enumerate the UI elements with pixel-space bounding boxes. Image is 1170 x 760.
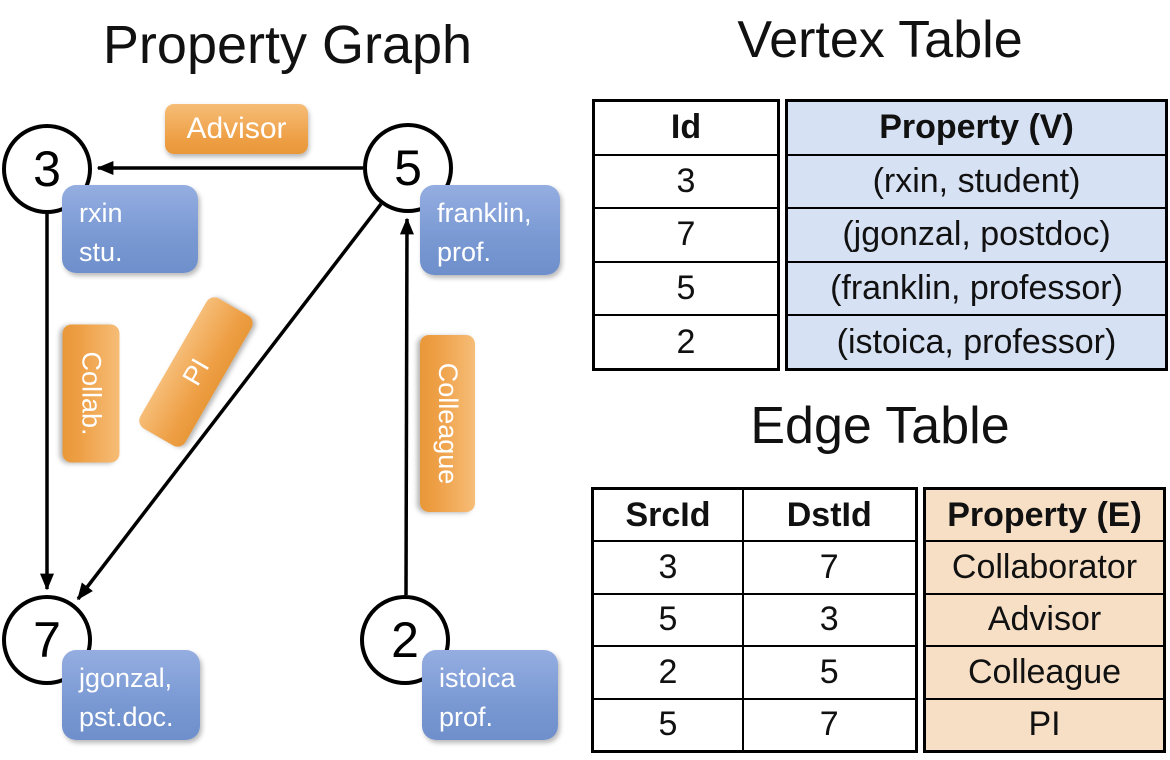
edge-table-row: 5 7: [594, 697, 915, 750]
vertex-table-id-column: Id 3 7 5 2: [592, 99, 780, 371]
edge-table-cell-property: Colleague: [926, 645, 1163, 697]
node-2-id: 2: [391, 612, 419, 668]
edge-label-collab: Collab.: [62, 324, 120, 463]
edge-table-property-column: Property (E) Collaborator Advisor Collea…: [923, 487, 1166, 753]
vertex-table-header-property: Property (V): [879, 108, 1074, 147]
vertex-box-line2: stu.: [79, 237, 123, 268]
vertex-table-cell-property: (jgonzal, postdoc): [788, 207, 1165, 261]
node-5-id: 5: [394, 140, 422, 196]
vertex-box-line1: rxin: [79, 198, 123, 228]
graph-node-5: 5: [363, 123, 453, 213]
edge-table-row: 3 7: [594, 540, 915, 593]
edge-table-row: 5 3: [594, 592, 915, 646]
edge-table-header-srcid: SrcId: [625, 495, 711, 534]
node-3-id: 3: [33, 141, 61, 197]
vertex-box-line2: prof.: [437, 237, 492, 268]
vertex-table-cell-id: 7: [595, 207, 777, 261]
edge-label-colleague: Colleague: [420, 335, 475, 512]
edge-label-advisor: Advisor: [165, 104, 308, 154]
vertex-box-line2: pst.doc.: [79, 702, 174, 733]
edge-table-cell-src: 3: [658, 548, 678, 587]
vertex-table-property-column: Property (V) (rxin, student) (jgonzal, p…: [785, 99, 1168, 371]
vertex-box-line1: franklin,: [437, 198, 532, 228]
graph-edges-layer: [40, 161, 414, 601]
vertex-table-cell-property: (rxin, student): [788, 153, 1165, 208]
edge-table-cell-dst: 5: [742, 647, 915, 698]
vertex-property-box-istoica: istoica prof.: [422, 650, 558, 740]
vertex-table-title: Vertex Table: [737, 11, 1023, 69]
vertex-box-line1: jgonzal,: [79, 663, 173, 693]
vertex-table-cell-id: 3: [595, 153, 777, 208]
edge-table-cell-dst: 3: [742, 594, 915, 646]
edge-table-cell-property: PI: [926, 697, 1163, 750]
edge-table-title: Edge Table: [750, 397, 1010, 455]
node-7-id: 7: [33, 612, 61, 668]
vertex-table-cell-id: 2: [595, 314, 777, 368]
edge-5-to-7-pi: [76, 202, 383, 601]
vertex-table-cell-property: (franklin, professor): [788, 260, 1165, 315]
edge-table-header-row: SrcId DstId: [594, 490, 915, 541]
edge-table-cell-dst: 7: [742, 699, 915, 750]
edge-2-to-5-colleague: [399, 217, 414, 596]
edge-table-cell-src: 5: [658, 600, 678, 639]
vertex-property-box-franklin: franklin, prof.: [420, 185, 560, 275]
edge-table-cell-dst: 7: [742, 542, 915, 593]
edge-table-header-property: Property (E): [947, 495, 1142, 534]
vertex-box-line1: istoica: [439, 663, 516, 693]
edge-table-header-dstid: DstId: [742, 490, 915, 541]
edge-table-cell-src: 5: [658, 705, 678, 744]
property-graph-title: Property Graph: [102, 15, 473, 75]
vertex-table-cell-id: 5: [595, 260, 777, 315]
vertex-table-cell-property: (istoica, professor): [788, 314, 1165, 368]
vertex-property-box-rxin: rxin stu.: [62, 185, 198, 273]
vertex-property-box-jgonzal: jgonzal, pst.doc.: [62, 650, 200, 740]
edge-table-id-columns: SrcId DstId 3 7 5 3 2 5 5 7: [591, 487, 918, 753]
vertex-table-header-id: Id: [670, 108, 702, 147]
graph-node-2: 2: [360, 595, 450, 685]
edge-table-row: 2 5: [594, 645, 915, 698]
vertex-box-line2: prof.: [439, 702, 494, 733]
edge-table-cell-property: Collaborator: [926, 540, 1163, 592]
edge-table-cell-src: 2: [658, 652, 678, 691]
edge-table-cell-property: Advisor: [926, 592, 1163, 645]
